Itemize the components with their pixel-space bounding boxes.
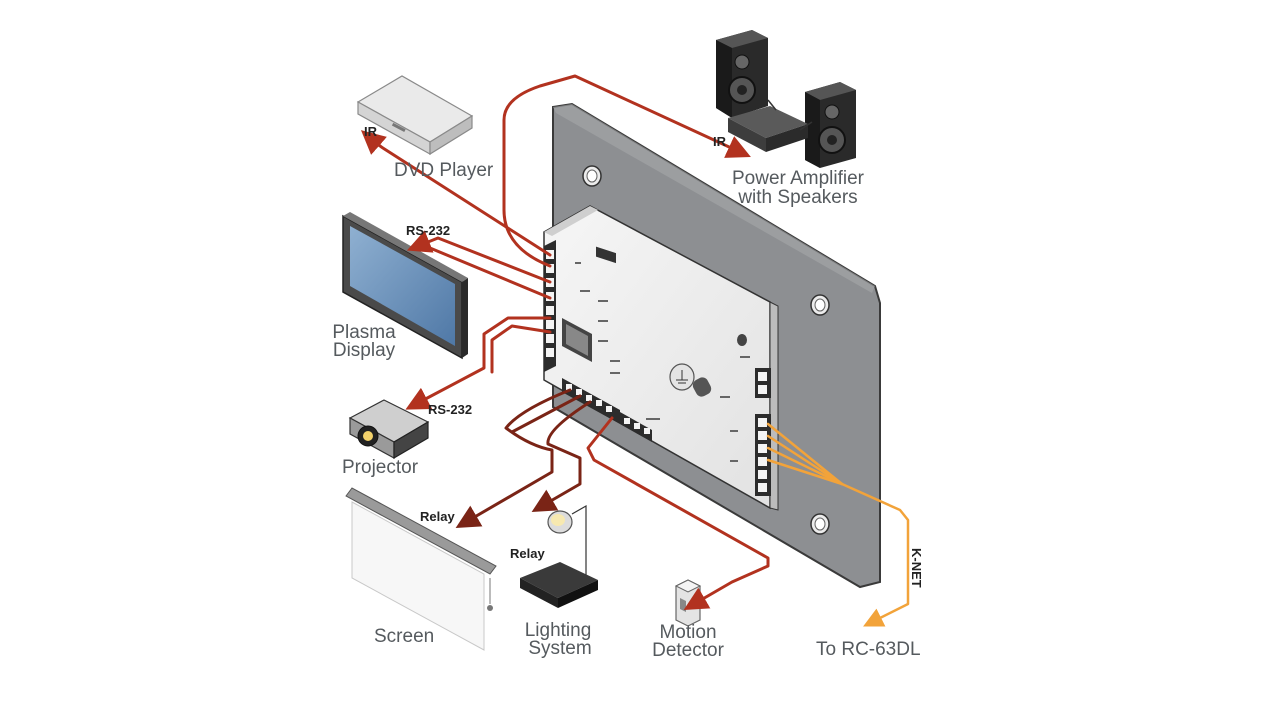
plasma-label-line1: Plasma: [332, 322, 396, 343]
motion-label-line2: Detector: [652, 640, 724, 661]
ground-terminal-icon: [669, 363, 712, 397]
ethernet-port-icon: [562, 318, 592, 362]
controller-unit: [543, 205, 779, 511]
wire-projector-rs232: [405, 316, 552, 410]
relay-screen-label: Relay: [420, 509, 455, 524]
power-amplifier-label-line1: Power Amplifier: [732, 168, 865, 189]
right-terminal-block: [755, 368, 771, 496]
power-amplifier-label-line2: with Speakers: [737, 187, 857, 208]
left-terminal-block: [544, 240, 556, 372]
rs232-projector-label: RS-232: [428, 402, 472, 417]
lighting-label-line1: Lighting: [525, 620, 592, 641]
ir-dvd-label: IR: [364, 124, 378, 139]
wire-motion-detector: [586, 416, 770, 611]
rs232-plasma-label: RS-232: [406, 223, 450, 238]
motion-label-line1: Motion: [659, 622, 716, 643]
plasma-display-icon: [342, 212, 468, 360]
projection-screen-icon: [345, 487, 497, 651]
knet-label: K-NET: [909, 548, 924, 588]
wire-screen-relay: [455, 388, 582, 529]
dvd-player-label: DVD Player: [394, 160, 494, 181]
projector-icon: [348, 399, 430, 460]
wire-dvd-ir: [360, 130, 552, 257]
usb-port-icon: [596, 246, 616, 264]
wire-amplifier-ir: [502, 74, 751, 268]
mount-screw-top-left: [582, 165, 602, 187]
relay-lighting-label: Relay: [510, 546, 545, 561]
wire-knet: [766, 422, 910, 627]
wire-plasma-rs232: [406, 230, 552, 300]
speaker-right-icon: [805, 82, 856, 168]
silkscreen-marks: [575, 262, 750, 462]
dvd-player-icon: [356, 75, 474, 156]
ir-amp-label: IR: [713, 134, 727, 149]
lighting-label-line2: System: [528, 638, 591, 659]
to-rc-label: To RC-63DL: [816, 639, 921, 660]
projector-label: Projector: [342, 457, 419, 478]
speaker-left-icon: [716, 30, 768, 118]
screen-label: Screen: [374, 626, 434, 647]
mount-screw-right: [810, 294, 830, 316]
wire-lighting-relay: [531, 400, 592, 513]
power-amplifier-icon: [728, 99, 813, 152]
ir-jack-icon: [737, 334, 747, 346]
plasma-label-line2: Display: [333, 340, 396, 361]
lighting-system-icon: [520, 504, 598, 608]
mount-screw-bottom-right: [810, 513, 830, 535]
